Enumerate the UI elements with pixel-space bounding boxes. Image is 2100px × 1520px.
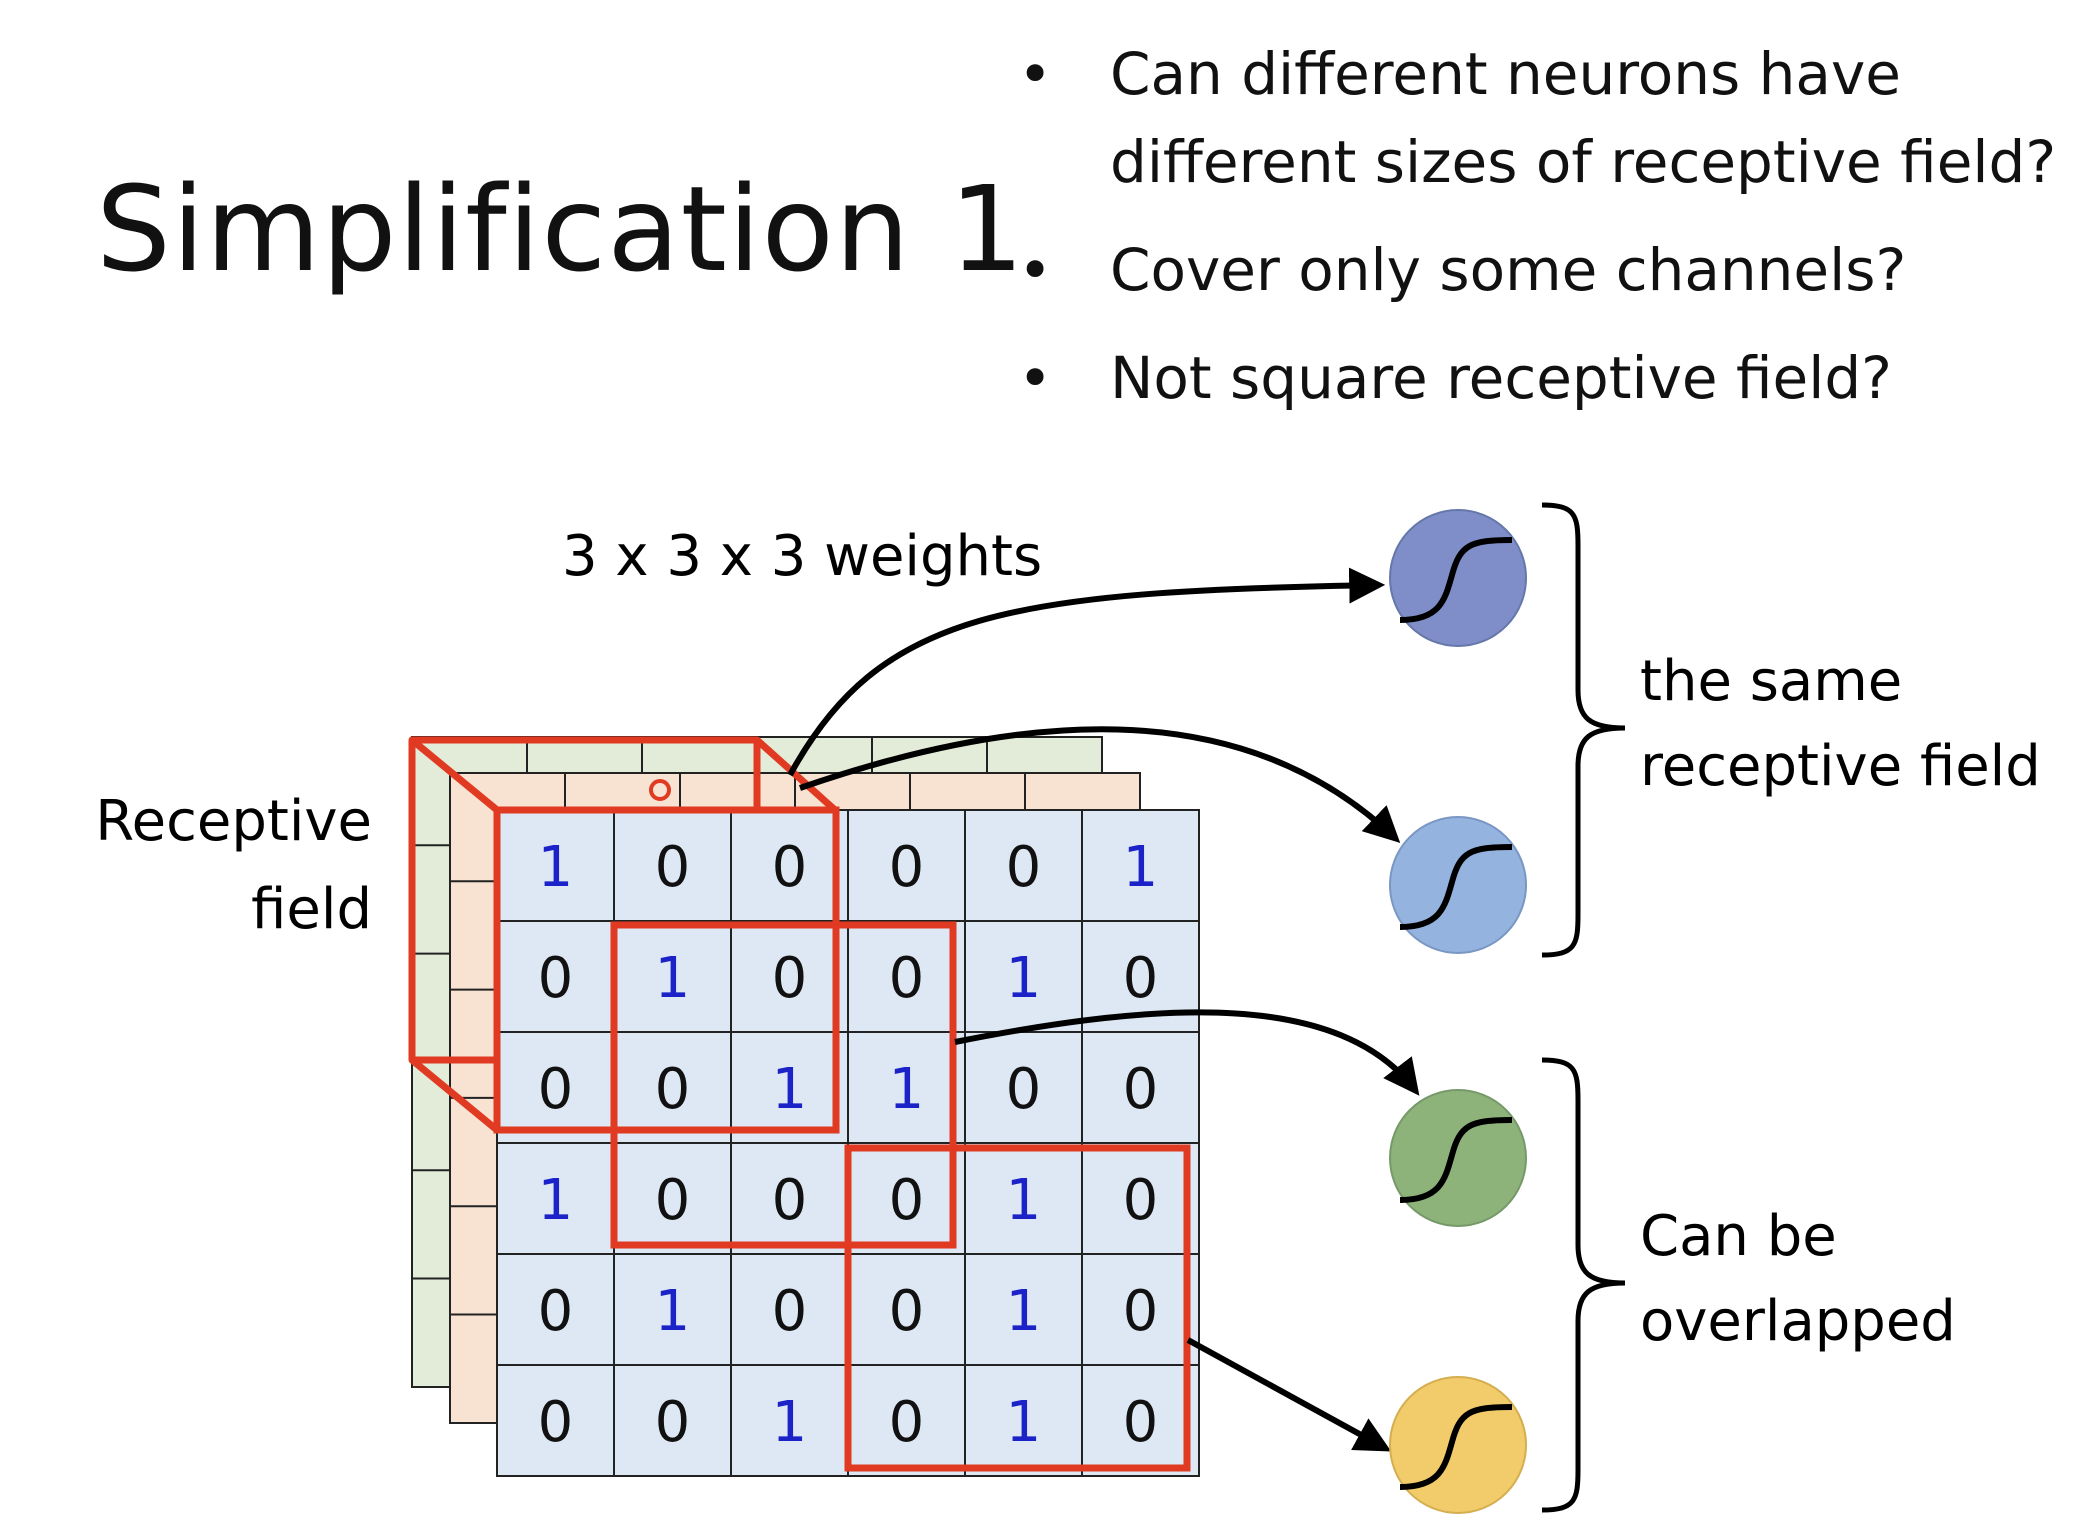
- grid-cell-value: 0: [538, 946, 574, 1011]
- grid-cell: [730, 1142, 849, 1255]
- receptive-field-label-line2: field: [251, 877, 372, 942]
- grid-cell: [847, 1364, 966, 1477]
- grid-cell: [613, 1142, 732, 1255]
- grid-cell-value: 0: [889, 1390, 925, 1455]
- receptive-field-front: [493, 806, 840, 1134]
- arrow-to-neuron-3: [954, 1009, 1420, 1096]
- highlight-boxes: [493, 806, 1191, 1472]
- grid-cell: [847, 1031, 966, 1144]
- grid-cell: [964, 1364, 1083, 1477]
- brace-bottom: [1541, 1057, 1626, 1513]
- grid-cell-value: 0: [538, 1057, 574, 1122]
- grid-cell-value: 0: [1123, 1390, 1159, 1455]
- grid-cell-value: 1: [1006, 1390, 1042, 1455]
- grid-cell-value: 0: [889, 1168, 925, 1233]
- arrow-to-neuron-2: [799, 726, 1401, 843]
- grid-cell: [496, 809, 615, 922]
- overlap-label-line2: overlapped: [1640, 1289, 1956, 1354]
- grid-cell-value: 0: [772, 946, 808, 1011]
- grid-cell: [613, 1253, 732, 1366]
- brace-top: [1541, 502, 1626, 958]
- grid-cell: [1081, 1142, 1200, 1255]
- grid-cell-value: 0: [772, 835, 808, 900]
- bullet-list: Can different neurons have different siz…: [1010, 30, 2100, 422]
- neuron-2: [1389, 816, 1527, 954]
- neuron-1: [1389, 509, 1527, 647]
- weights-label: 3 x 3 x 3 weights: [562, 524, 1042, 589]
- grid-cell-value: 1: [1123, 835, 1159, 900]
- grid-cell: [1081, 1031, 1200, 1144]
- grid-cell-value: 1: [655, 1279, 691, 1344]
- bullet-item: Cover only some channels?: [1010, 226, 2100, 314]
- neuron-4: [1389, 1376, 1527, 1514]
- sigmoid-icon: [1399, 537, 1513, 623]
- bullet-item: Not square receptive field?: [1010, 334, 2100, 422]
- grid-cell: [847, 920, 966, 1033]
- receptive-field-bottom: [844, 1144, 1191, 1472]
- grid-cell-value: 0: [655, 835, 691, 900]
- receptive-field-label-line1: Receptive: [95, 789, 372, 854]
- grid-cell-value: 0: [772, 1168, 808, 1233]
- grid-cell: [964, 1031, 1083, 1144]
- grid-cell: [496, 1253, 615, 1366]
- grid-cell-value: 0: [655, 1168, 691, 1233]
- grid-cell-value: 1: [1006, 1279, 1042, 1344]
- grid-cell-value: 0: [889, 1279, 925, 1344]
- grid-cell-value: 0: [1123, 1168, 1159, 1233]
- front-channel-grid: 1 0 0 0 0 1 0 1 0 0 1 0 0 0 1 1 0 0 1 0 0 0 1 0 0 1 0 0 1 0 0 0 1 0 1 0: [496, 809, 1200, 1477]
- grid-cell-value: 1: [772, 1390, 808, 1455]
- grid-cell-value: 0: [889, 946, 925, 1011]
- overlap-label-line1: Can be: [1640, 1204, 1837, 1269]
- grid-cell-value: 1: [1006, 946, 1042, 1011]
- grid-cell: [1081, 809, 1200, 922]
- grid-cell-value: 0: [1123, 1057, 1159, 1122]
- grid-cell-value: 0: [1006, 1057, 1042, 1122]
- grid-cell-value: 1: [538, 1168, 574, 1233]
- sigmoid-icon: [1399, 1404, 1513, 1490]
- grid-cell: [964, 809, 1083, 922]
- grid-cell: [730, 1031, 849, 1144]
- grid-cell: [496, 920, 615, 1033]
- grid-cell-value: 0: [538, 1390, 574, 1455]
- grid-cell: [730, 1253, 849, 1366]
- receptive-field-overlap: [610, 921, 957, 1249]
- grid-cell-value: 0: [889, 835, 925, 900]
- grid-cell-value: 1: [772, 1057, 808, 1122]
- grid-cell: [1081, 1364, 1200, 1477]
- same-field-label-line2: receptive field: [1640, 734, 2041, 799]
- grid-cell: [730, 920, 849, 1033]
- grid-cell-value: 0: [655, 1390, 691, 1455]
- grid-cell: [847, 1142, 966, 1255]
- grid-cell: [847, 1253, 966, 1366]
- grid-cell-value: 0: [1123, 1279, 1159, 1344]
- sigmoid-icon: [1399, 1117, 1513, 1203]
- grid-cell-value: 0: [1006, 835, 1042, 900]
- grid-cell-value: 1: [889, 1057, 925, 1122]
- arrows: [787, 567, 1420, 1452]
- grid-cell: [964, 1253, 1083, 1366]
- same-field-label-line1: the same: [1640, 649, 1902, 714]
- slide-title: Simplification 1: [96, 160, 1026, 298]
- grid-cell: [496, 1142, 615, 1255]
- grid-cell-value: 1: [655, 946, 691, 1011]
- arrow-to-neuron-1: [787, 567, 1386, 777]
- arrow-to-neuron-4: [1186, 1337, 1392, 1452]
- grid-cell-value: 0: [538, 1279, 574, 1344]
- grid-cell-value: 0: [1123, 946, 1159, 1011]
- grid-cell-value: 1: [538, 835, 574, 900]
- sigmoid-icon: [1399, 844, 1513, 930]
- grid-cell-value: 0: [772, 1279, 808, 1344]
- weight-origin-dot: [649, 779, 671, 801]
- grid-cell: [964, 920, 1083, 1033]
- bullet-item: Can different neurons have different siz…: [1010, 30, 2100, 206]
- grid-cell-value: 0: [655, 1057, 691, 1122]
- grid-cell: [1081, 1253, 1200, 1366]
- grid-cell-value: 1: [1006, 1168, 1042, 1233]
- neuron-3: [1389, 1089, 1527, 1227]
